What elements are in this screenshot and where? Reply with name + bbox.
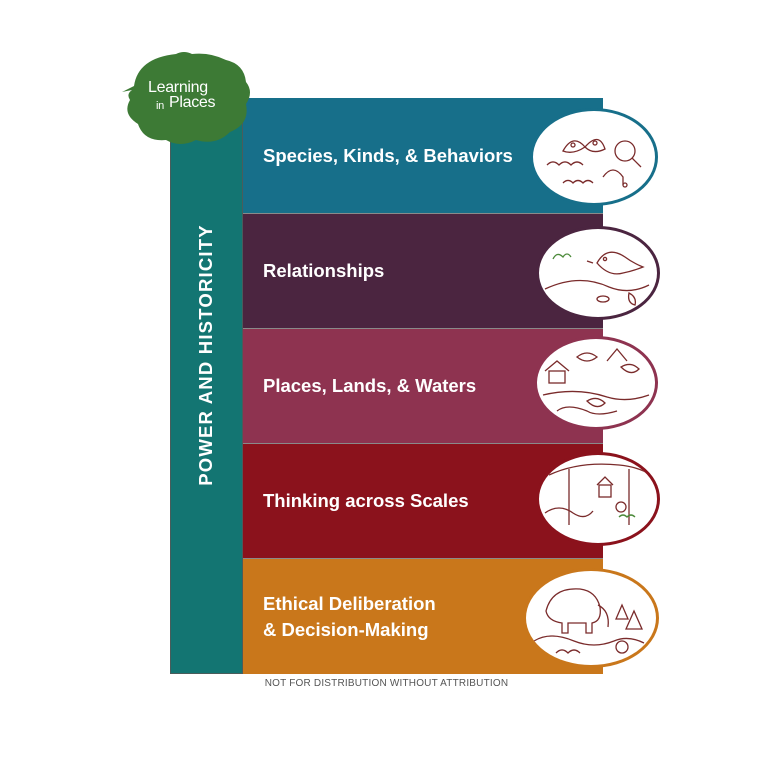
moth-caterpillar-magnifier-icon — [530, 108, 658, 206]
attribution-footer: NOT FOR DISTRIBUTION WITHOUT ATTRIBUTION — [264, 678, 509, 689]
band-label-ethical-line1: Ethical Deliberation — [263, 592, 436, 614]
band-label-species: Species, Kinds, & Behaviors — [263, 144, 513, 166]
logo-text-learning: Learning — [148, 79, 208, 96]
landscape-scenes-icon — [534, 336, 658, 430]
leaf-icon — [122, 52, 250, 144]
forest-birdhouse-icon — [536, 452, 660, 546]
learning-in-places-logo: Learning in Places — [120, 48, 254, 148]
sidebar-label: POWER AND HISTORICITY — [195, 224, 216, 486]
sidebar-power-historicity — [170, 98, 243, 674]
logo-text-in: in — [156, 100, 164, 112]
band-label-places: Places, Lands, & Waters — [263, 375, 477, 396]
mammoth-decision-icon — [523, 568, 659, 668]
band-label-ethical: Ethical Deliberation & Decision-Making — [263, 591, 436, 643]
band-label-scales: Thinking across Scales — [263, 490, 469, 511]
band-label-ethical-line2: & Decision-Making — [263, 618, 429, 640]
band-label-relationships: Relationships — [263, 260, 385, 281]
bird-caterpillar-branch-icon — [536, 226, 660, 320]
logo-text-places: Places — [169, 94, 216, 111]
